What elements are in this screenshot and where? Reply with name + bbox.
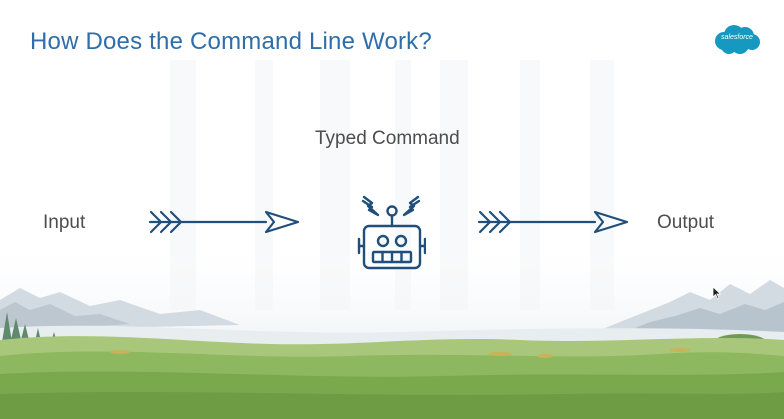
input-arrow-icon	[148, 210, 300, 234]
salesforce-logo: salesforce	[712, 23, 762, 57]
slide-title: How Does the Command Line Work?	[30, 28, 432, 55]
robot-icon	[357, 195, 426, 270]
landscape-illustration	[0, 280, 784, 419]
output-label: Output	[657, 212, 715, 233]
input-label: Input	[43, 212, 86, 233]
cloud-icon	[715, 25, 760, 54]
logo-wordmark: salesforce	[721, 34, 753, 41]
output-arrow-icon	[477, 210, 629, 234]
typed-command-label: Typed Command	[315, 128, 460, 149]
mouse-pointer-icon	[712, 286, 722, 300]
